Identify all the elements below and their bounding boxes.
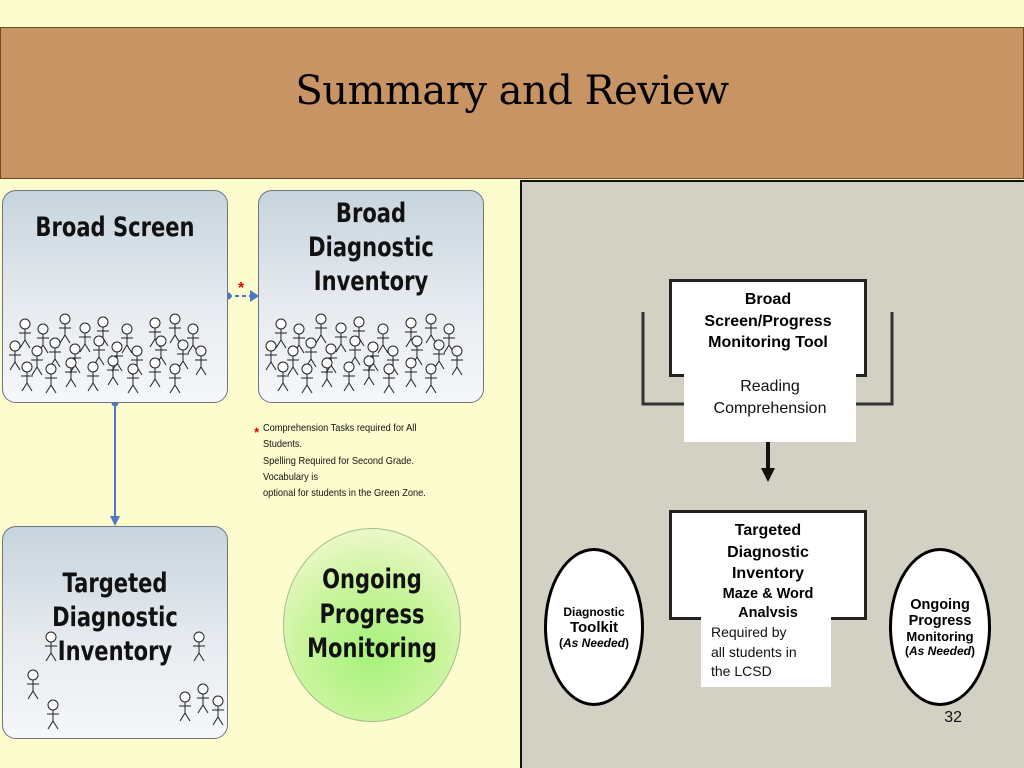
student-figure-icon bbox=[293, 323, 305, 354]
broad-screen-box: Broad Screen bbox=[2, 190, 228, 403]
student-figure-icon bbox=[179, 691, 191, 722]
broad-diagnostic-label: Broad Diagnostic Inventory bbox=[308, 198, 434, 297]
diagnostic-toolkit-oval: Diagnostic Toolkit (As Needed) bbox=[544, 548, 644, 706]
ongoing-monitoring-label: Ongoing Progress Monitoring bbox=[307, 564, 437, 665]
student-figure-icon bbox=[433, 339, 445, 370]
student-figure-icon bbox=[425, 363, 437, 394]
student-figure-icon bbox=[31, 345, 43, 376]
student-figure-icon bbox=[411, 335, 423, 366]
students-crowd-icon bbox=[265, 313, 463, 394]
student-figure-icon bbox=[193, 631, 205, 662]
page-number: 32 bbox=[944, 709, 962, 726]
broad-diagnostic-box: Broad Diagnostic Inventory bbox=[258, 190, 484, 403]
student-figure-icon bbox=[287, 345, 299, 376]
required-note: Required by all students in the LCSD bbox=[701, 617, 831, 687]
student-figure-icon bbox=[169, 313, 181, 344]
student-figure-icon bbox=[19, 318, 31, 349]
student-figure-icon bbox=[275, 318, 287, 349]
student-figure-icon bbox=[127, 363, 139, 394]
student-figure-icon bbox=[87, 361, 99, 392]
student-figure-icon bbox=[47, 699, 59, 730]
student-figure-icon bbox=[321, 357, 333, 388]
student-figure-icon bbox=[343, 361, 355, 392]
student-figure-icon bbox=[9, 340, 21, 371]
student-figure-icon bbox=[187, 323, 199, 354]
student-figure-icon bbox=[377, 323, 389, 354]
student-figure-icon bbox=[451, 345, 463, 376]
student-figure-icon bbox=[315, 313, 327, 344]
right-diagram: Broad Screen/Progress Monitoring Tool Re… bbox=[520, 180, 1024, 768]
broad-screen-tool-box: Broad Screen/Progress Monitoring Tool bbox=[669, 279, 867, 377]
student-figure-icon bbox=[335, 322, 347, 353]
student-figure-icon bbox=[59, 313, 71, 344]
slide-title: Summary and Review bbox=[295, 68, 729, 114]
broad-screen-label: Broad Screen bbox=[35, 212, 195, 243]
ongoing-monitoring-oval: Ongoing Progress Monitoring (As Needed) bbox=[889, 548, 991, 706]
targeted-diagnostic-label: Targeted Diagnostic Inventory bbox=[52, 568, 178, 667]
student-figure-icon bbox=[93, 335, 105, 366]
students-crowd-icon bbox=[9, 313, 207, 394]
student-figure-icon bbox=[111, 341, 123, 372]
student-figure-icon bbox=[45, 363, 57, 394]
student-figure-icon bbox=[349, 335, 361, 366]
student-figure-icon bbox=[425, 313, 437, 344]
student-figure-icon bbox=[405, 357, 417, 388]
requirements-note: * Comprehension Tasks required for All S… bbox=[254, 422, 426, 500]
student-figure-icon bbox=[353, 316, 365, 347]
student-figure-icon bbox=[197, 683, 209, 714]
ongoing-monitoring-circle: Ongoing Progress Monitoring bbox=[283, 528, 461, 722]
student-figure-icon bbox=[301, 363, 313, 394]
student-figure-icon bbox=[383, 363, 395, 394]
connector-star: * bbox=[238, 280, 245, 297]
student-figure-icon bbox=[195, 345, 207, 376]
student-figure-icon bbox=[443, 323, 455, 354]
student-figure-icon bbox=[45, 631, 57, 662]
note-star: * bbox=[254, 424, 259, 440]
student-figure-icon bbox=[155, 335, 167, 366]
reading-comprehension-label: Reading Comprehension bbox=[684, 372, 856, 442]
student-figure-icon bbox=[212, 695, 224, 726]
student-figure-icon bbox=[177, 339, 189, 370]
targeted-diagnostic-box: Targeted Diagnostic Inventory Maze & Wor… bbox=[669, 510, 867, 620]
student-figure-icon bbox=[121, 323, 133, 354]
student-figure-icon bbox=[65, 357, 77, 388]
student-figure-icon bbox=[27, 669, 39, 700]
student-figure-icon bbox=[149, 357, 161, 388]
left-diagram: * Broad Screen Broad Diagnostic Inventor… bbox=[0, 180, 520, 768]
student-figure-icon bbox=[305, 337, 317, 368]
student-figure-icon bbox=[21, 361, 33, 392]
student-figure-icon bbox=[107, 355, 119, 386]
targeted-diagnostic-box: Targeted Diagnostic Inventory bbox=[2, 526, 228, 739]
student-figure-icon bbox=[363, 355, 375, 386]
student-figure-icon bbox=[169, 363, 181, 394]
title-bar: Summary and Review bbox=[0, 27, 1024, 179]
student-figure-icon bbox=[277, 361, 289, 392]
student-figure-icon bbox=[79, 322, 91, 353]
student-figure-icon bbox=[405, 317, 417, 348]
students-few-icon bbox=[27, 631, 224, 730]
student-figure-icon bbox=[49, 337, 61, 368]
student-figure-icon bbox=[265, 340, 277, 371]
